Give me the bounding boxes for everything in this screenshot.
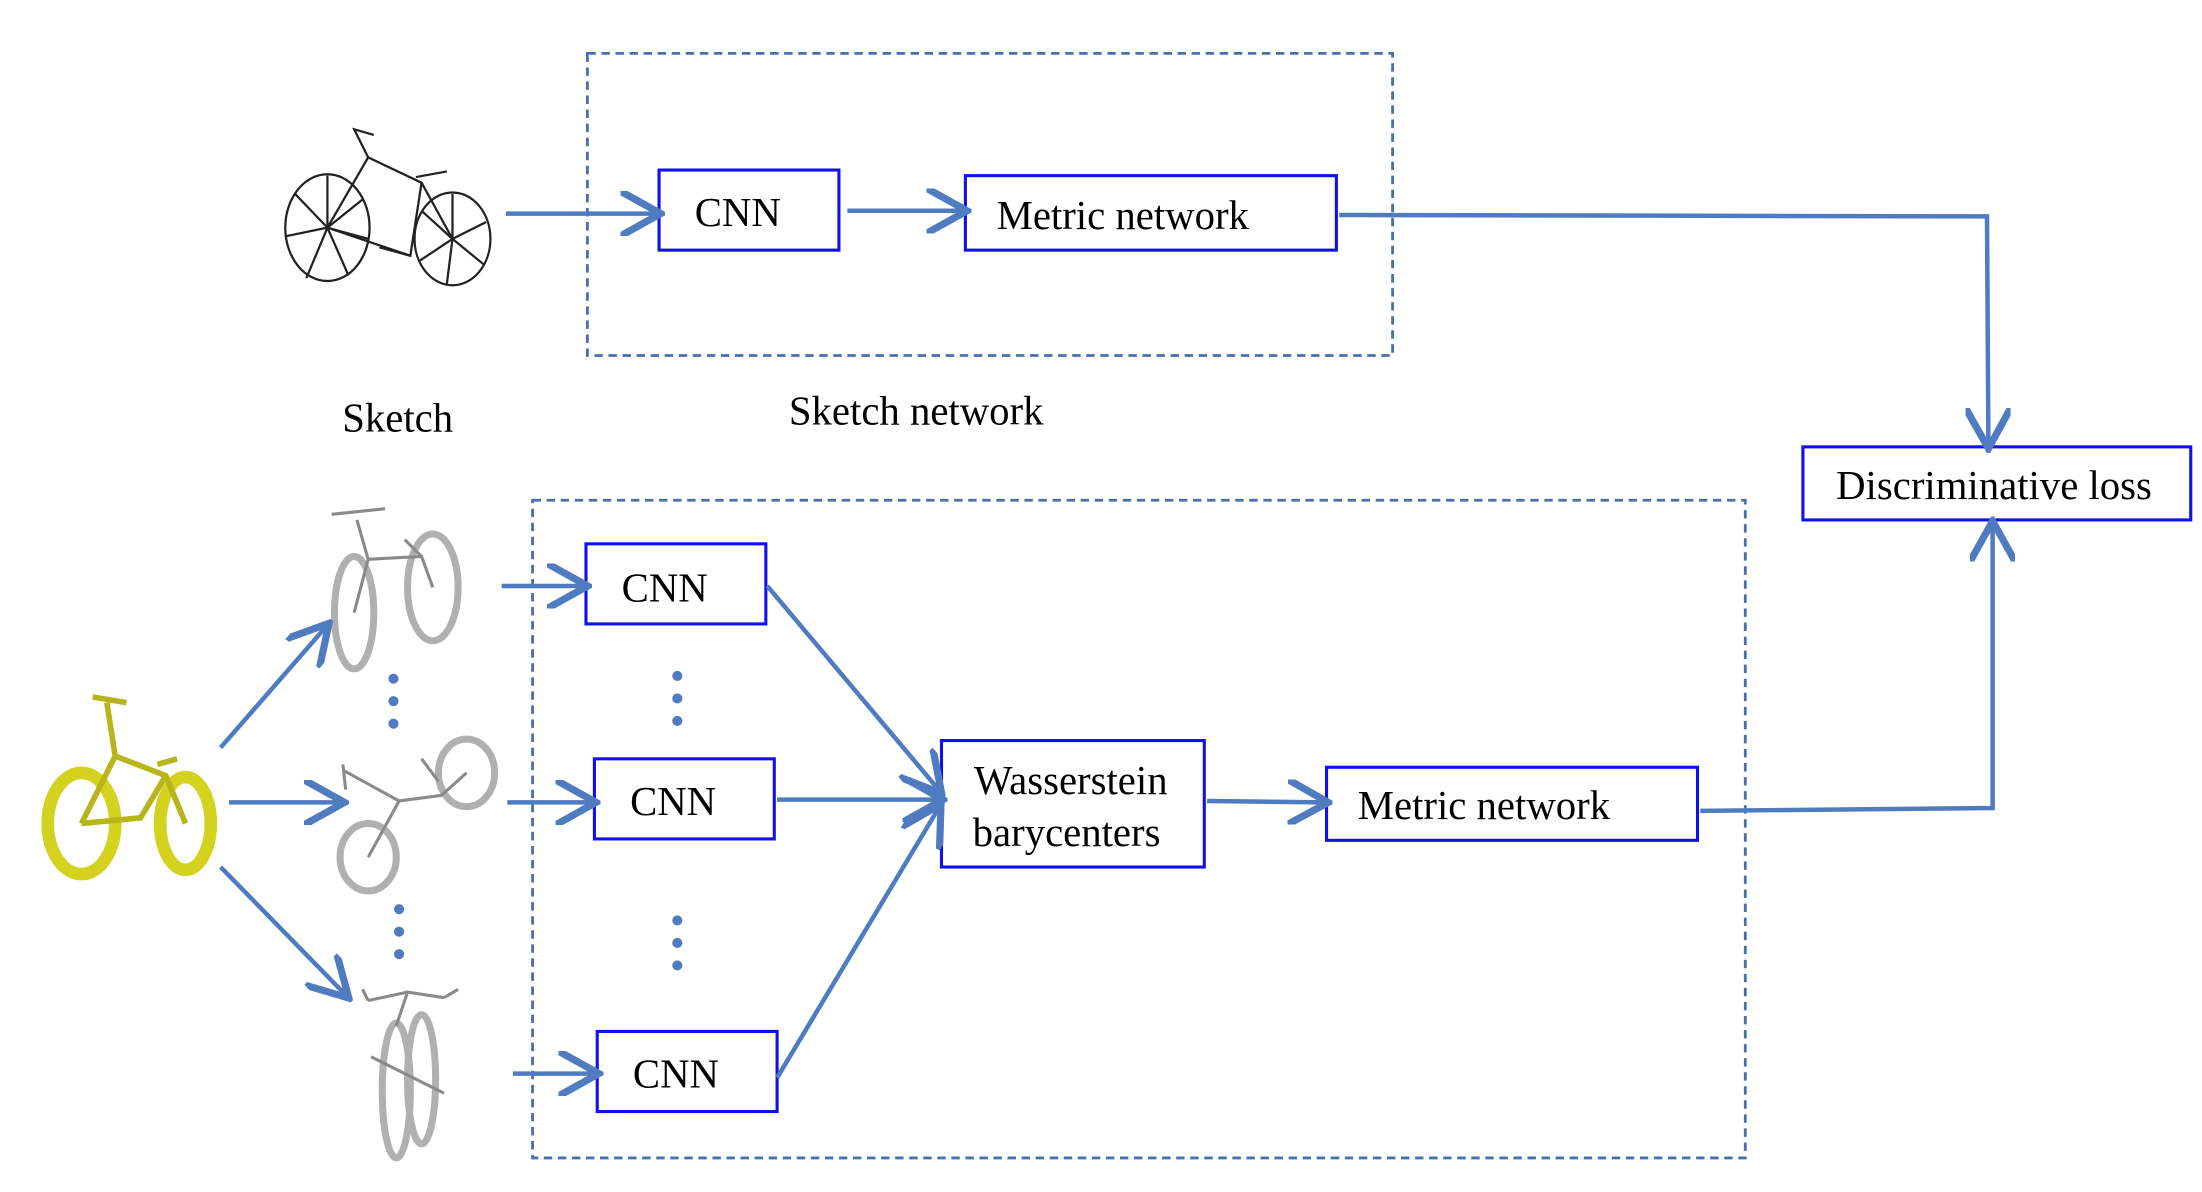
rendered-view-3-image (361, 987, 459, 1162)
3d-model-bicycle-image (41, 694, 218, 881)
sketch-metric-network-box (963, 174, 1338, 252)
discriminative-loss-box (1801, 445, 2193, 522)
shape-network-group (531, 498, 1747, 1160)
sketch-metric-network-label: Metric network (997, 193, 1250, 238)
sketch-label: Sketch (342, 395, 453, 440)
wasserstein-label-line1: Wasserstein (974, 758, 1168, 803)
views-ellipsis-lower (394, 904, 405, 960)
arrow-shape-metric-to-loss (1700, 526, 1992, 814)
wasserstein-barycenters-box (939, 739, 1206, 869)
arrow-model-to-view-3 (219, 865, 346, 995)
shape-cnn-mid-label: CNN (630, 779, 716, 824)
cnn-ellipsis-lower (672, 915, 683, 971)
sketch-bicycle-image (284, 127, 492, 287)
arrow-barycenters-to-metric (1207, 801, 1324, 802)
shape-cnn-top-label: CNN (622, 565, 708, 610)
cnn-ellipsis-upper (672, 670, 683, 726)
arrow-model-to-view-1 (218, 627, 326, 750)
arrow-cnn-top-to-barycenters (765, 584, 938, 790)
sketch-cnn-label: CNN (695, 190, 781, 235)
arrow-sketch-metric-to-loss (1339, 212, 1988, 444)
arrow-cnn-bottom-to-barycenters (775, 808, 939, 1079)
wasserstein-label-line2: barycenters (973, 810, 1161, 855)
rendered-view-1-image (330, 507, 462, 673)
sketch-network-label: Sketch network (789, 388, 1044, 433)
shape-cnn-bottom-label: CNN (633, 1052, 719, 1097)
discriminative-loss-label: Discriminative loss (1836, 463, 2152, 508)
shape-cnn-bottom-box (595, 1029, 779, 1114)
shape-cnn-mid-box (592, 757, 776, 841)
rendered-view-2-image (336, 735, 499, 895)
sketch-network-group (585, 51, 1394, 357)
shape-metric-network-label: Metric network (1358, 783, 1611, 828)
views-ellipsis-upper (388, 673, 399, 729)
